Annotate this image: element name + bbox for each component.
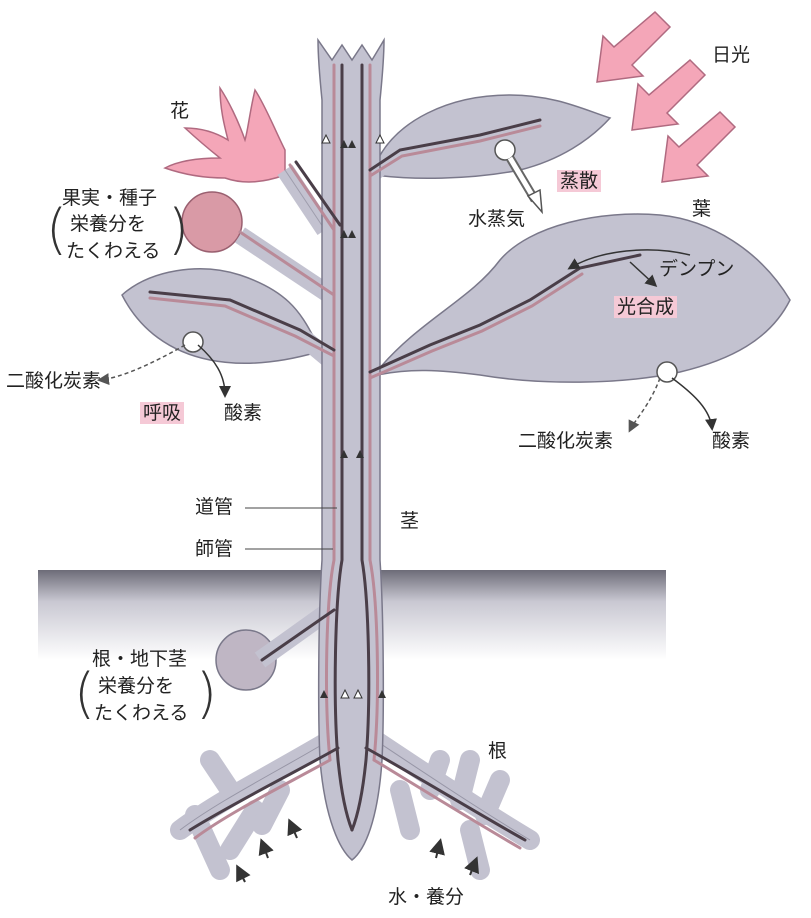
label-transpiration: 蒸散 [557,170,601,192]
label-oxygen-left: 酸素 [224,402,262,424]
label-root: 根 [488,740,507,762]
paren-right-fruit: ) [168,200,189,260]
paren-left-fruit: ( [46,200,67,260]
sunlight-arrows [597,12,735,182]
label-phloem: 師管 [195,538,233,560]
label-fruit-seed: 果実・種子 [62,187,157,209]
label-fruit-store-2: たくわえる [66,240,160,262]
label-oxygen-right: 酸素 [712,430,750,452]
label-sunlight: 日光 [712,44,750,66]
label-photosynthesis: 光合成 [614,296,677,318]
label-fruit-store-1: 栄養分を [70,213,146,235]
paren-right-root: ) [196,664,217,724]
label-starch: デンプン [659,258,734,280]
label-root-store-2: たくわえる [94,702,188,724]
label-co2-left: 二酸化炭素 [6,370,101,392]
label-water-nutrients: 水・養分 [388,886,464,908]
paren-left-root: ( [74,664,95,724]
label-leaf: 葉 [692,198,711,220]
label-xylem: 道管 [195,496,233,518]
label-root-rhizome: 根・地下茎 [92,648,187,670]
label-respiration: 呼吸 [140,402,184,424]
fruit [182,192,242,252]
label-root-store-1: 栄養分を [98,675,174,697]
label-stem: 茎 [400,510,419,532]
label-co2-right: 二酸化炭素 [518,430,613,452]
label-flower: 花 [170,100,189,122]
label-water-vapor: 水蒸気 [468,208,525,230]
